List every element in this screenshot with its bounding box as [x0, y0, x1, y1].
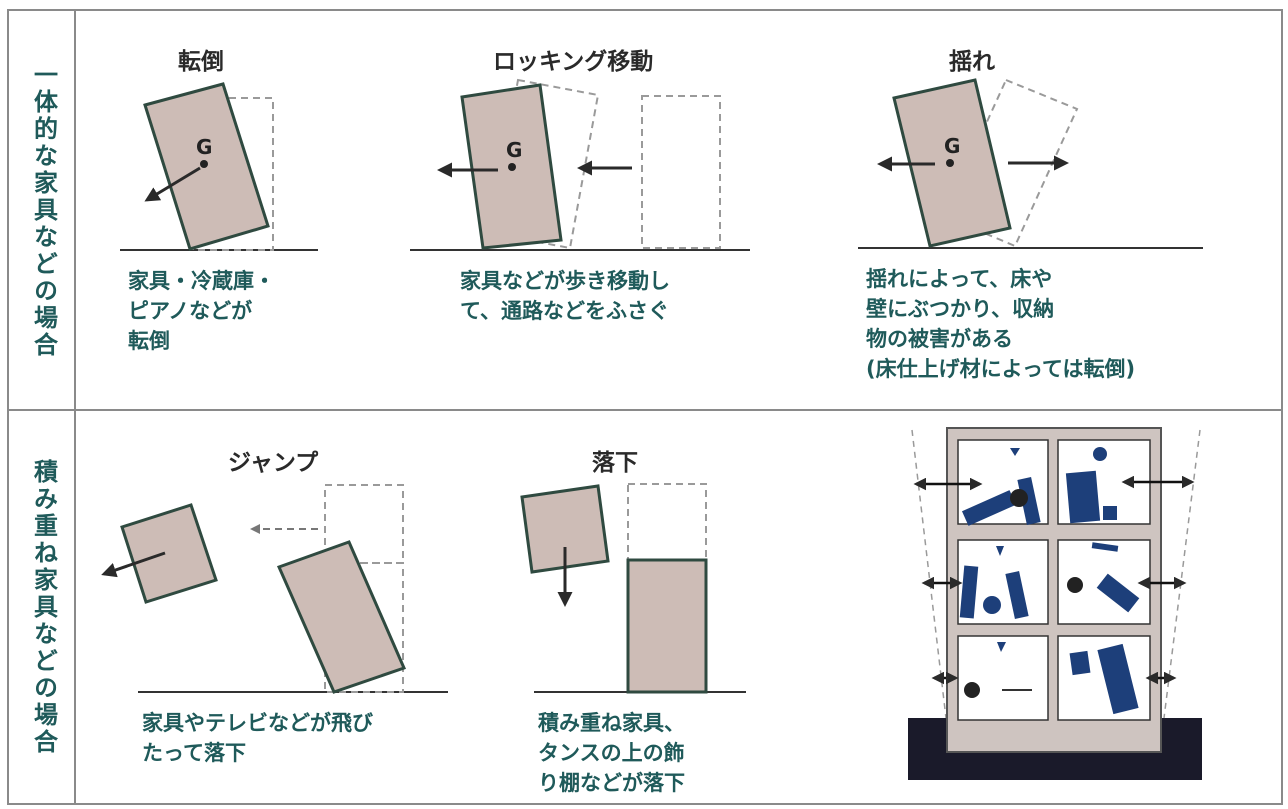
caption-line: (床仕上げ材によっては転倒): [866, 357, 1136, 381]
row-label-stacked: 積み重ね家具などの場合: [22, 410, 66, 804]
caption-line: タンスの上の飾: [538, 741, 685, 765]
stack-top-outline: [627, 483, 707, 561]
caption-jump: 家具やテレビなどが飛び たって落下: [142, 708, 373, 768]
sway-guide-right: [1163, 429, 1201, 719]
toppled-items: [959, 447, 1140, 715]
caption-line: 物の被害がある: [866, 327, 1013, 351]
yure-figure: G: [858, 78, 1203, 249]
caption-line: て、通路などをふさぐ: [460, 299, 669, 323]
building-illustration: [908, 427, 1202, 780]
caption-rocking: 家具などが歩き移動し て、通路などをふさぐ: [460, 266, 670, 326]
g-label: G: [196, 135, 212, 159]
g-label: G: [944, 134, 960, 158]
sliding-cabinet: [276, 540, 407, 694]
panel-title-tentou: 転倒: [178, 49, 224, 75]
caption-rakka: 積み重ね家具、 タンスの上の飾 り棚などが落下: [538, 708, 685, 798]
caption-line: 積み重ね家具、: [538, 711, 685, 735]
building-sway-arrows: [913, 475, 1195, 685]
rakka-figure: [520, 483, 746, 694]
row-label-integrated: 一体的な家具などの場合: [22, 10, 66, 410]
caption-line: たって落下: [142, 741, 246, 765]
panel-title-jump: ジャンプ: [228, 450, 319, 476]
caption-line: 揺れによって、床や: [866, 267, 1053, 291]
lower-cabinet: [626, 558, 708, 694]
panel-title-rocking: ロッキング移動: [493, 49, 654, 75]
caption-line: ピアノなどが: [128, 299, 253, 323]
sway-guide-left: [911, 429, 947, 719]
rocking-figure: G: [410, 78, 750, 251]
panel-title-rakka: 落下: [592, 450, 638, 476]
caption-line: 家具やテレビなどが飛び: [142, 711, 373, 735]
caption-line: り棚などが落下: [538, 771, 685, 795]
jump-arrow: [101, 551, 166, 578]
center-of-gravity-dot: [946, 159, 954, 167]
caption-yure: 揺れによって、床や 壁にぶつかり、収納 物の被害がある (床仕上げ材によっては転…: [866, 264, 1135, 384]
rocking-ghost-outline: [488, 78, 600, 250]
center-of-gravity-dot: [508, 163, 516, 171]
jumping-box: [120, 503, 218, 604]
jump-figure: [101, 484, 448, 694]
tipping-arrow: [144, 166, 201, 202]
center-of-gravity-dot: [200, 160, 208, 168]
row-label-stacked-text: 積み重ね家具などの場合: [29, 458, 58, 756]
row-label-integrated-text: 一体的な家具などの場合: [29, 61, 58, 359]
tentou-figure: G: [120, 82, 318, 251]
caption-tentou: 家具・冷蔵庫・ ピアノなどが 転倒: [128, 266, 275, 356]
caption-line: 家具・冷蔵庫・: [128, 269, 275, 293]
caption-line: 壁にぶつかり、収納: [866, 297, 1055, 321]
caption-line: 転倒: [128, 329, 170, 353]
caption-line: 家具などが歩き移動し: [460, 269, 670, 293]
table-frame: [7, 9, 1283, 805]
falling-box: [520, 484, 610, 574]
g-label: G: [506, 138, 522, 162]
panel-title-yure: 揺れ: [949, 49, 995, 75]
original-position-outline: [641, 95, 721, 249]
